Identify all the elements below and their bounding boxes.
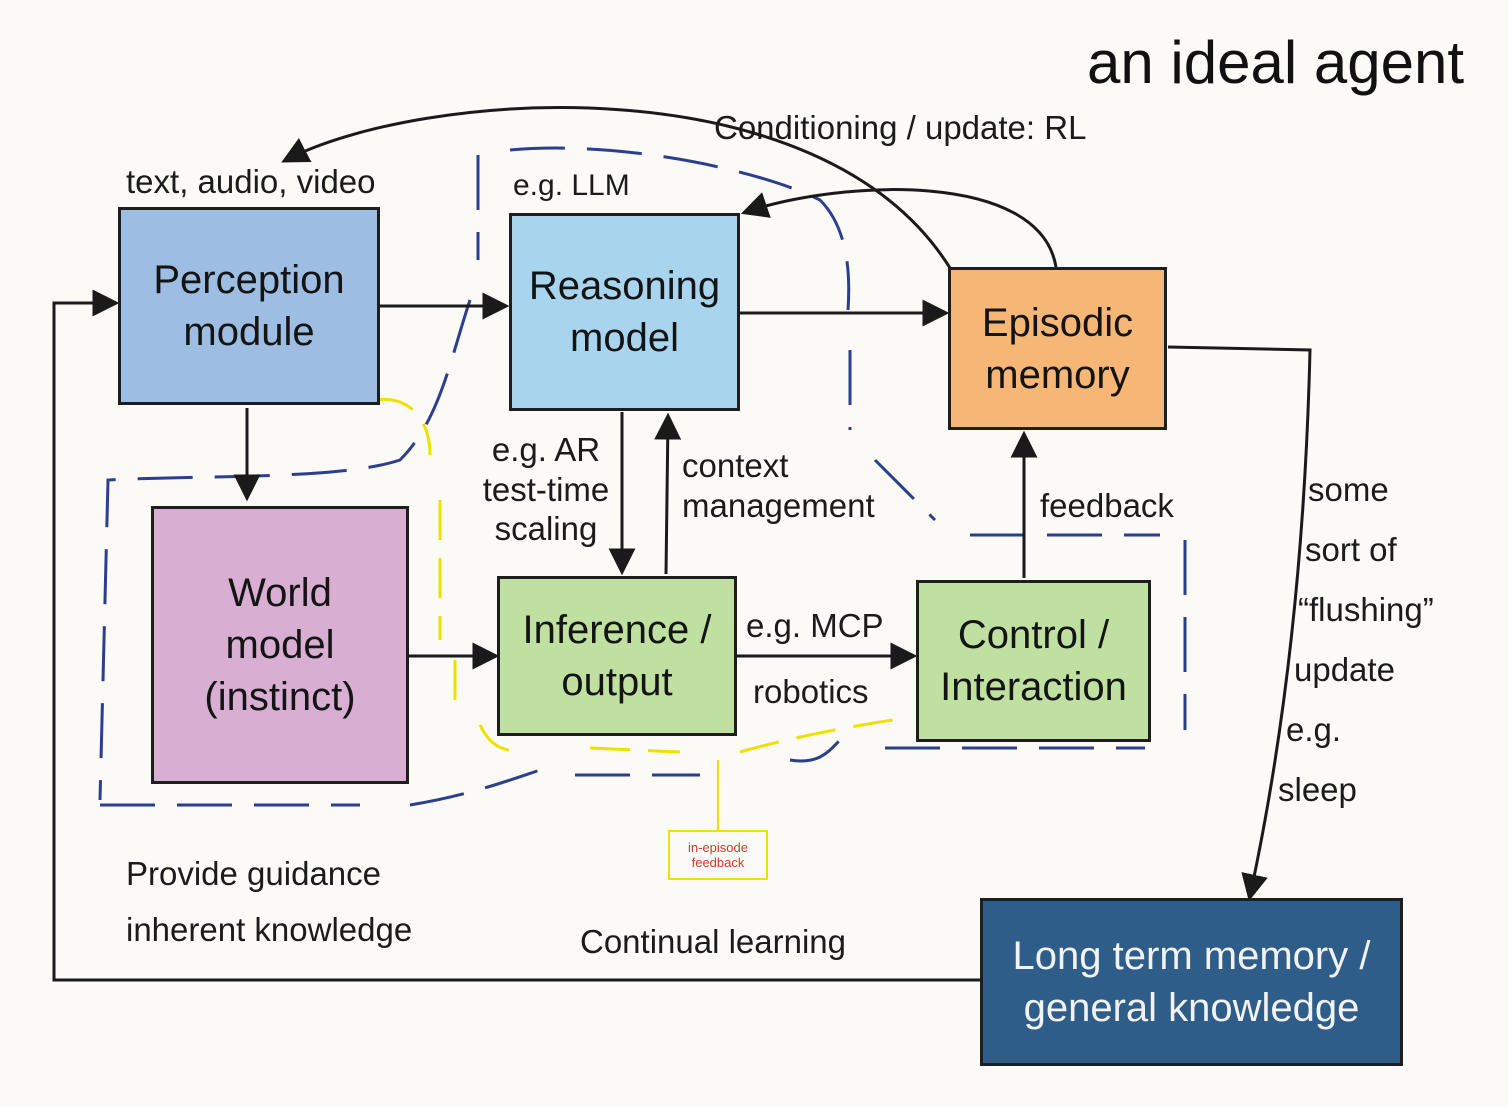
inference-output-box: Inference / output [497,576,737,736]
reasoning-model-box: Reasoning model [509,213,740,411]
world-line2: model [225,623,335,667]
guidance-line1: Provide guidance [126,855,382,892]
in-episode-line1: in-episode [688,840,748,855]
conditioning-label: Conditioning / update: RL [714,109,1087,146]
inference-line1: Inference / [522,608,712,652]
guidance-line2: inherent knowledge [126,911,413,949]
yellow-dashed-regions [374,397,906,830]
inputs-label: text, audio, video [126,163,376,200]
context-management-label: context management [682,446,875,525]
flushing-line5: e.g. [1286,711,1342,748]
robotics-label: robotics [753,673,869,710]
ar-line1: e.g. AR [491,431,601,468]
long-term-memory-box: Long term memory / general knowledge [980,898,1403,1066]
perception-line2: module [183,310,315,354]
perception-module-box: Perception module [118,207,380,405]
inference-line2: output [561,660,673,704]
reasoning-line2: model [570,316,679,360]
continual-learning-label: Continual learning [580,923,847,960]
in-episode-feedback-note: in-episode feedback [668,830,768,880]
longterm-line1: Long term memory / [1012,934,1371,978]
flushing-line1: some [1308,471,1389,508]
ar-line3: scaling [494,510,598,548]
longterm-line2: general knowledge [1023,986,1360,1030]
flushing-line6: sleep [1278,771,1357,808]
perception-line1: Perception [153,258,345,302]
world-line3: (instinct) [204,675,356,719]
in-episode-line2: feedback [691,855,745,870]
flushing-label: some sort of “flushing” update e.g. slee… [1278,470,1434,830]
ar-line2: test-time [482,470,610,508]
episodic-memory-box: Episodic memory [948,267,1167,430]
control-interaction-box: Control / Interaction [916,580,1151,742]
flushing-line3: “flushing” [1298,591,1434,628]
context-line1: context [682,447,789,484]
world-line1: World [228,571,332,615]
llm-label: e.g. LLM [513,169,630,202]
ar-scaling-label: e.g. AR test-time scaling [480,430,612,549]
world-model-box: World model (instinct) [151,506,409,784]
episodic-line1: Episodic [981,300,1134,345]
episodic-line2: memory [985,352,1130,397]
guidance-label: Provide guidance inherent knowledge [126,846,412,958]
mcp-label: e.g. MCP [746,607,884,644]
flushing-line4: update [1294,651,1395,688]
blue-dashed-regions [98,146,1187,807]
diagram-title: an ideal agent [1087,29,1464,96]
flow-arrows [52,106,1312,982]
context-line2: management [682,486,875,524]
control-line2: Interaction [940,665,1127,709]
feedback-label: feedback [1040,487,1174,524]
control-line1: Control / [957,613,1110,657]
flushing-line2: sort of [1305,531,1397,568]
reasoning-line1: Reasoning [528,264,721,308]
